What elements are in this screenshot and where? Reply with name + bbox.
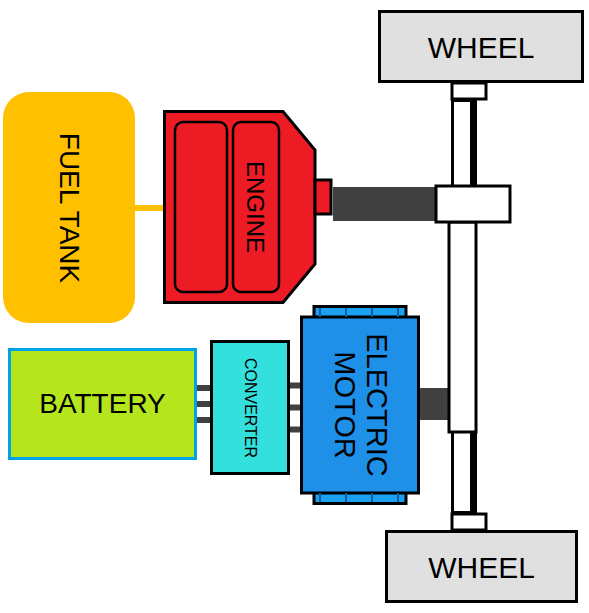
wire xyxy=(197,401,210,407)
connector xyxy=(135,208,163,209)
wire xyxy=(197,385,210,391)
wheel-box: WHEEL xyxy=(385,530,578,603)
electric-motor-block: ELECTRIC MOTOR xyxy=(300,305,420,505)
motor-fin xyxy=(345,493,347,502)
motor-fin xyxy=(319,308,321,317)
motor-fin xyxy=(371,308,373,317)
converter-box: CONVERTER xyxy=(210,340,290,475)
motor-shaft xyxy=(418,388,452,420)
node-label: ELECTRIC MOTOR xyxy=(328,330,392,480)
motor-fin xyxy=(397,493,399,502)
fuel-tank-box: FUEL TANK xyxy=(3,92,135,323)
wire xyxy=(290,405,300,411)
engine-shaft xyxy=(333,187,437,221)
wire xyxy=(290,383,300,389)
motor-fin xyxy=(345,308,347,317)
wire xyxy=(197,417,210,423)
node-label: ENGINE xyxy=(242,161,268,253)
node-label: BATTERY xyxy=(39,389,166,420)
motor-fin xyxy=(397,308,399,317)
node-label: CONVERTER xyxy=(241,357,259,457)
node-label: FUEL TANK xyxy=(54,132,85,282)
motor-body xyxy=(302,317,419,493)
node-label: WHEEL xyxy=(428,30,535,63)
gear-coupling xyxy=(436,186,510,222)
wheel-box: WHEEL xyxy=(378,10,584,83)
battery-box: BATTERY xyxy=(8,348,197,460)
axle-housing xyxy=(449,222,476,432)
engine-block: ENGINE xyxy=(163,110,333,304)
engine-cylinder xyxy=(233,122,279,292)
motor-fin xyxy=(371,493,373,502)
wire xyxy=(135,205,163,211)
wire xyxy=(290,427,300,433)
connector xyxy=(197,388,210,420)
engine-flange xyxy=(315,180,331,214)
connector xyxy=(290,386,300,430)
wheel-hub xyxy=(452,514,486,530)
motor-fin xyxy=(319,493,321,502)
wheel-hub xyxy=(452,83,486,99)
engine-cylinder xyxy=(175,122,227,292)
engine-body xyxy=(165,112,316,303)
node-label: WHEEL xyxy=(428,550,535,583)
